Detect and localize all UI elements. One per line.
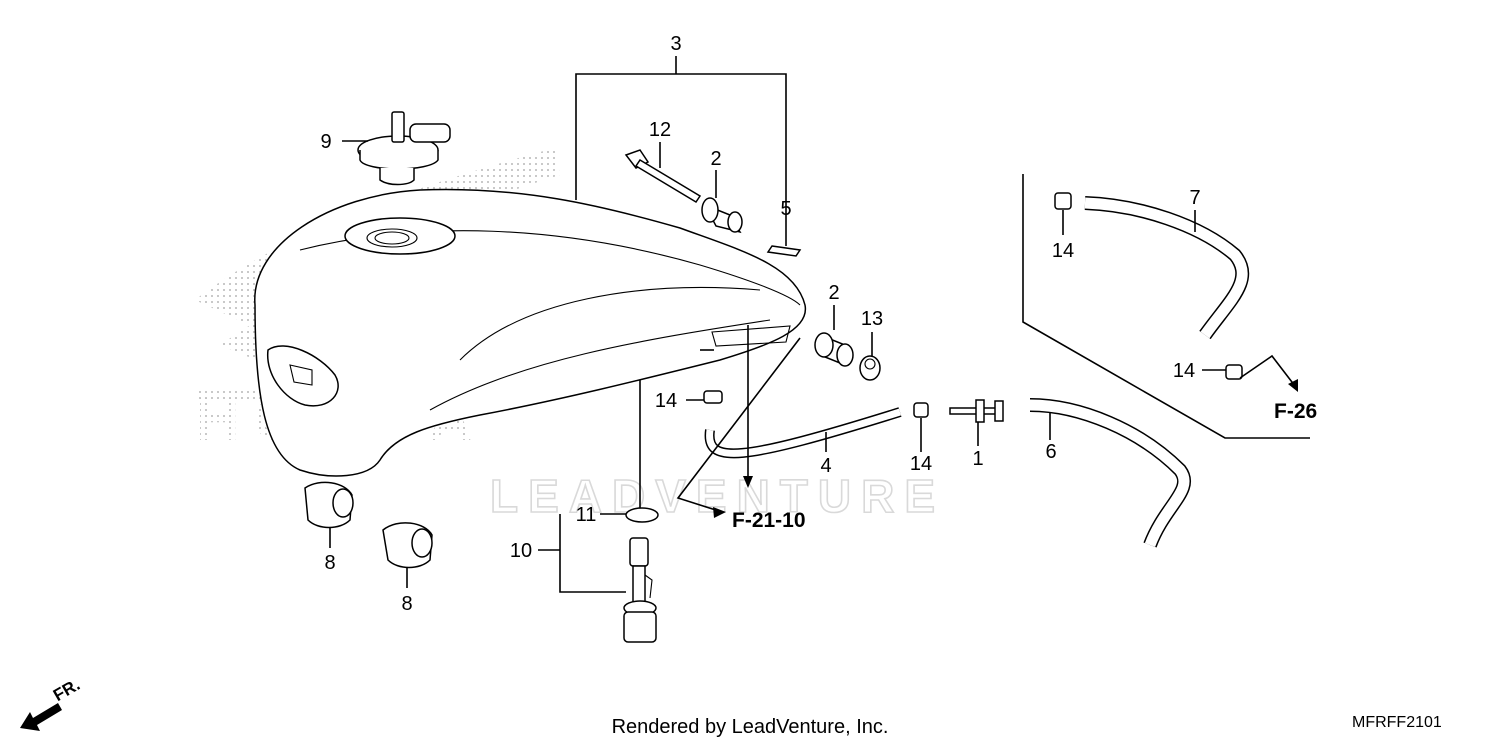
front-arrow-icon	[20, 703, 62, 731]
render-credit: Rendered by LeadVenture, Inc.	[611, 716, 889, 738]
callout-8-right: 8	[401, 593, 412, 615]
callout-8-left: 8	[324, 552, 335, 574]
o-ring-11	[625, 507, 659, 523]
callout-9: 9	[320, 131, 331, 153]
plate-5	[766, 245, 802, 257]
reference-arrowheads	[713, 379, 1298, 518]
callout-6: 6	[1045, 441, 1056, 463]
cushion-8	[304, 481, 433, 569]
callout-2-upper: 2	[710, 148, 721, 170]
callout-3: 3	[670, 33, 681, 55]
fuel-tank	[254, 188, 807, 477]
callout-4: 4	[820, 455, 831, 477]
joint-1	[949, 399, 1004, 423]
reference-f-21-10[interactable]: F-21-10	[732, 509, 806, 532]
callout-7: 7	[1189, 187, 1200, 209]
callout-13: 13	[861, 308, 883, 330]
panel-boundary	[1022, 174, 1310, 439]
callout-14-lower-right: 14	[1173, 360, 1195, 382]
callout-2-lower: 2	[828, 282, 839, 304]
hose-clip	[703, 192, 1243, 418]
collar-13	[859, 355, 881, 381]
rubber-mount-upper	[701, 197, 743, 234]
rubber-mount-lower	[814, 332, 854, 367]
callout-14-left: 14	[655, 390, 677, 412]
fuel-cap	[357, 111, 451, 186]
fuel-sensor-10	[623, 537, 657, 643]
callout-5: 5	[780, 198, 791, 220]
watermark: LEADVENTURE	[490, 470, 945, 522]
diagram-code: MFRFF2101	[1352, 714, 1442, 731]
callout-11: 11	[576, 504, 597, 526]
reference-f-26[interactable]: F-26	[1274, 400, 1317, 423]
bolt-12	[624, 149, 702, 204]
callout-14-mid: 14	[910, 453, 932, 475]
callout-1: 1	[972, 448, 983, 470]
leader-lines	[329, 56, 1296, 593]
callout-12: 12	[649, 119, 671, 141]
callout-14-top-right: 14	[1052, 240, 1074, 262]
callout-10: 10	[510, 540, 532, 562]
